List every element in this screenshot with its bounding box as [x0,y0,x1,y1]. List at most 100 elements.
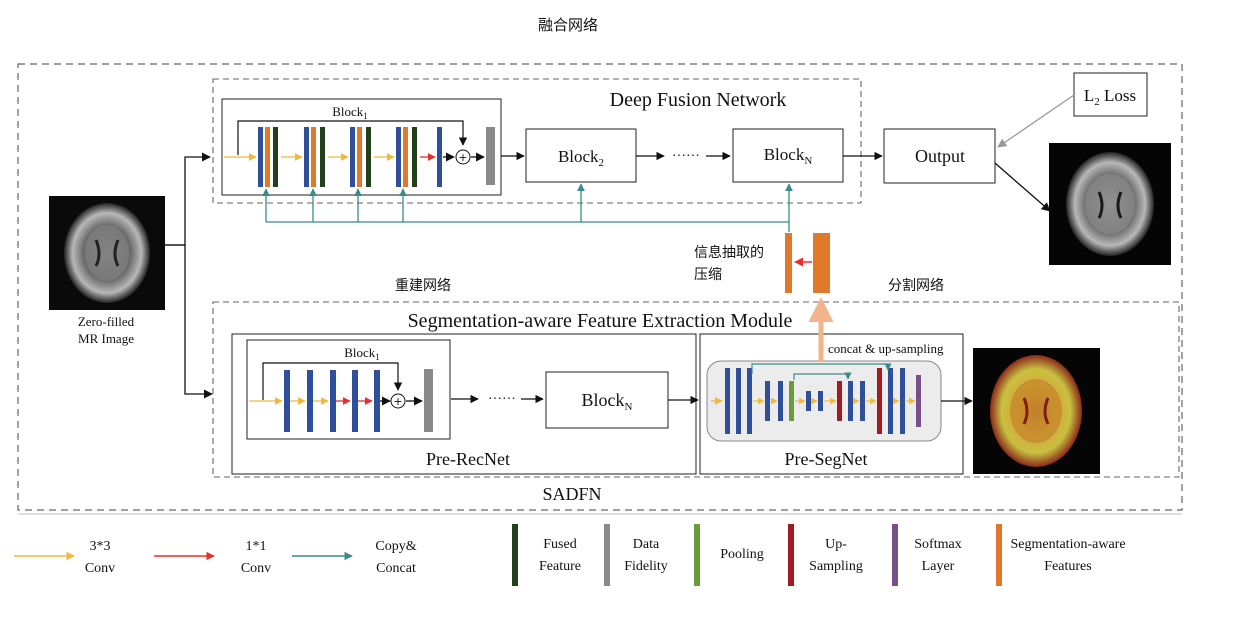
preseg-layer-bar [765,381,770,421]
legend-bar [512,524,518,586]
compress-label-line2: 压缩 [694,267,722,283]
preseg-layer-bar [837,381,842,421]
output-to-image-arrow [994,162,1051,212]
dfn-layer-bar [273,127,278,187]
legend-label: Fused [543,537,576,552]
prerec-layer-bar [307,370,313,432]
compress-label-line1: 信息抽取的 [694,244,764,261]
dfn-block2-box [525,128,637,183]
prerec-layer-bar [284,370,290,432]
prerec-blockN-label: BlockN [582,390,633,413]
prerec-data-fidelity-bar [424,369,433,432]
input-split-arrows [165,152,213,399]
preseg-layer-bar [900,368,905,434]
preseg-layer-bar [888,368,893,434]
legend-label: 3*3 [90,539,111,554]
output-box [883,128,996,184]
legend-bar [788,524,794,586]
dfn-layer-bar [396,127,401,187]
legend-label: Features [1044,559,1091,574]
dfn-sum-node [455,149,471,165]
prerec-layer-bar [352,370,358,432]
prerec-sum-symbol: + [393,395,402,408]
dfn-blockN-box [732,128,844,183]
prerec-title: Pre-RecNet [426,449,510,469]
dfn-block1-label: Block1 [332,104,368,121]
legend-label: Copy& [375,539,416,554]
preseg-layer-bar [725,368,730,434]
dfn-blockN-label: BlockN [764,145,813,167]
prerec-block1-skip [262,362,403,400]
legend-label: Pooling [720,547,764,562]
dfn-layer-bar [258,127,263,187]
preseg-box [699,333,964,475]
sadfn-label: SADFN [542,484,601,504]
preseg-skip-connection [751,363,892,374]
preseg-skip-connection [793,372,852,380]
preseg-layer-bar [877,368,882,434]
dfn-block1-layers [224,127,485,187]
legend-bar [996,524,1002,586]
dfn-title: Deep Fusion Network [610,89,787,111]
dfn-layer-bar [304,127,309,187]
dfn-data-fidelity-bar [486,127,495,185]
legend-bar [694,524,700,586]
legend-label: Conv [85,561,115,576]
preseg-layer-bar [818,391,823,411]
input-mr-image [49,196,165,310]
prerec-block1-box [246,339,451,440]
input-label-line2: MR Image [78,331,134,346]
legend-label: Feature [539,559,581,574]
recon-cn-label: 重建网络 [395,278,451,294]
legend-label: Up- [825,537,847,552]
legend-label: Segmentation-aware [1010,537,1125,552]
output-label: Output [915,146,965,166]
loss-box [1073,72,1148,117]
dfn-layer-bar [311,127,316,187]
dfn-dots: ······ [672,149,700,164]
sfem-box [212,301,1180,478]
preseg-unet-layers [711,363,921,434]
legend-label: Concat [376,561,416,576]
prerec-block1-label: Block1 [344,345,380,362]
preseg-layer-bar [789,381,794,421]
prerec-sum-node [390,393,406,409]
dfn-sum-symbol: + [458,151,467,164]
dfn-layer-bar [357,127,362,187]
sadfn-outer-box [17,63,1183,511]
dfn-block2-label: Block2 [558,147,604,169]
dfn-layer-bar [403,127,408,187]
preseg-layer-bar [747,368,752,434]
legend-label: Sampling [809,559,863,574]
prerec-dots: ······ [488,392,516,407]
diagram-title: 融合网络 [538,16,598,34]
preseg-layer-bar [916,375,921,427]
legend-label: Fidelity [624,559,668,574]
legend-label: Softmax [914,537,961,552]
dfn-layer-bar [437,127,442,187]
legend-bar [604,524,610,586]
dfn-layer-bar [350,127,355,187]
preseg-layer-bar [778,381,783,421]
compressed-feature-bar [785,233,792,293]
seg-cn-label: 分割网络 [888,277,944,294]
concat-label: concat & up-sampling [828,341,944,356]
segmentation-image [973,348,1100,474]
prerec-block1-layers [249,370,423,432]
dfn-layer-bar [265,127,270,187]
legend-label: Conv [241,561,271,576]
seg-feature-bar [813,233,830,293]
preseg-title: Pre-SegNet [785,449,868,469]
sfem-title: Segmentation-aware Feature Extraction Mo… [408,310,793,332]
teal-feedback-lines [262,183,793,232]
loss-label: L2 Loss [1084,86,1136,108]
input-label-line1: Zero-filled [78,314,135,329]
legend-label: Data [633,537,660,552]
dfn-layer-bar [366,127,371,187]
prerec-layer-bar [330,370,336,432]
output-mr-image [1049,143,1171,265]
preseg-layer-bar [860,381,865,421]
legend-bar [892,524,898,586]
legend-label: 1*1 [246,539,267,554]
